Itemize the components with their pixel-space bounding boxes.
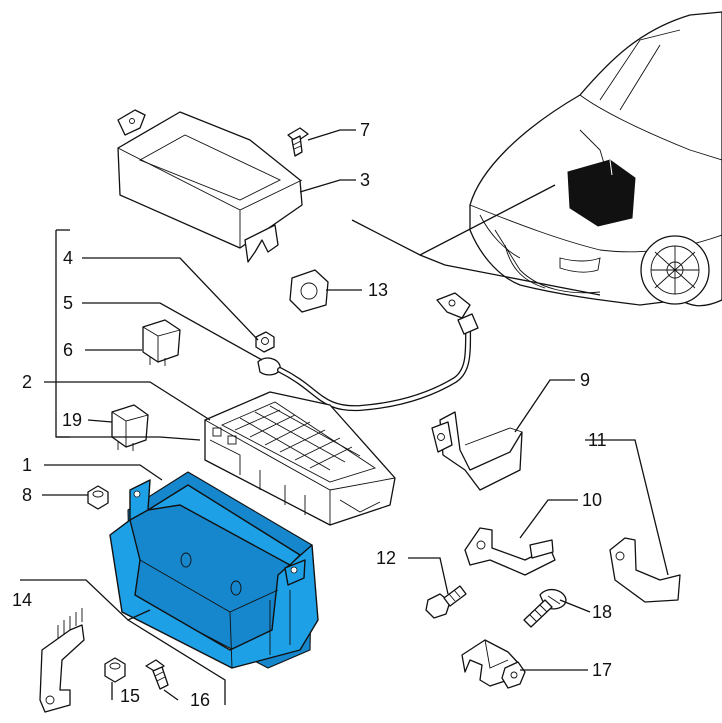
part-1-tray-highlighted (109, 471, 319, 669)
part-14-clip (39, 608, 85, 713)
label-15: 15 (120, 686, 140, 706)
part-2-fuse-box (204, 391, 396, 526)
label-3: 3 (360, 170, 370, 190)
car-illustration (469, 11, 722, 307)
part-7-bolt (287, 127, 309, 157)
label-8: 8 (22, 485, 32, 505)
part-3-cover (117, 109, 303, 263)
leader-lines (20, 129, 669, 705)
label-14: 14 (12, 590, 32, 610)
part-6-relay (142, 319, 181, 366)
part-11-bracket (609, 537, 681, 603)
part-9-bracket (431, 411, 523, 491)
label-11: 11 (588, 430, 607, 450)
label-18: 18 (592, 602, 612, 622)
part-16-screw (145, 659, 169, 690)
part-10-bracket (464, 527, 556, 576)
label-4: 4 (63, 248, 73, 268)
part-13-grommet (289, 269, 329, 313)
label-5: 5 (63, 293, 73, 313)
label-16: 16 (190, 690, 210, 710)
part-labels: 7 3 4 13 5 6 2 9 19 11 1 8 10 12 14 18 1… (12, 120, 612, 710)
car-pointer-line-2 (419, 254, 601, 296)
label-2: 2 (22, 372, 32, 392)
label-1: 1 (22, 455, 32, 475)
part-15-nut (104, 657, 126, 683)
label-7: 7 (360, 120, 370, 140)
label-19: 19 (62, 410, 82, 430)
label-6: 6 (63, 340, 73, 360)
part-8-nut (87, 485, 109, 510)
label-12: 12 (376, 548, 396, 568)
label-13: 13 (368, 280, 388, 300)
part-4-nut (255, 331, 275, 353)
label-9: 9 (580, 370, 590, 390)
label-10: 10 (582, 490, 602, 510)
part-12-bolt (425, 585, 467, 619)
label-17: 17 (592, 660, 612, 680)
part-18-screw (523, 588, 567, 628)
part-5-cable (257, 292, 479, 412)
part-17-clip (461, 639, 526, 689)
part-19-relay (111, 404, 149, 451)
